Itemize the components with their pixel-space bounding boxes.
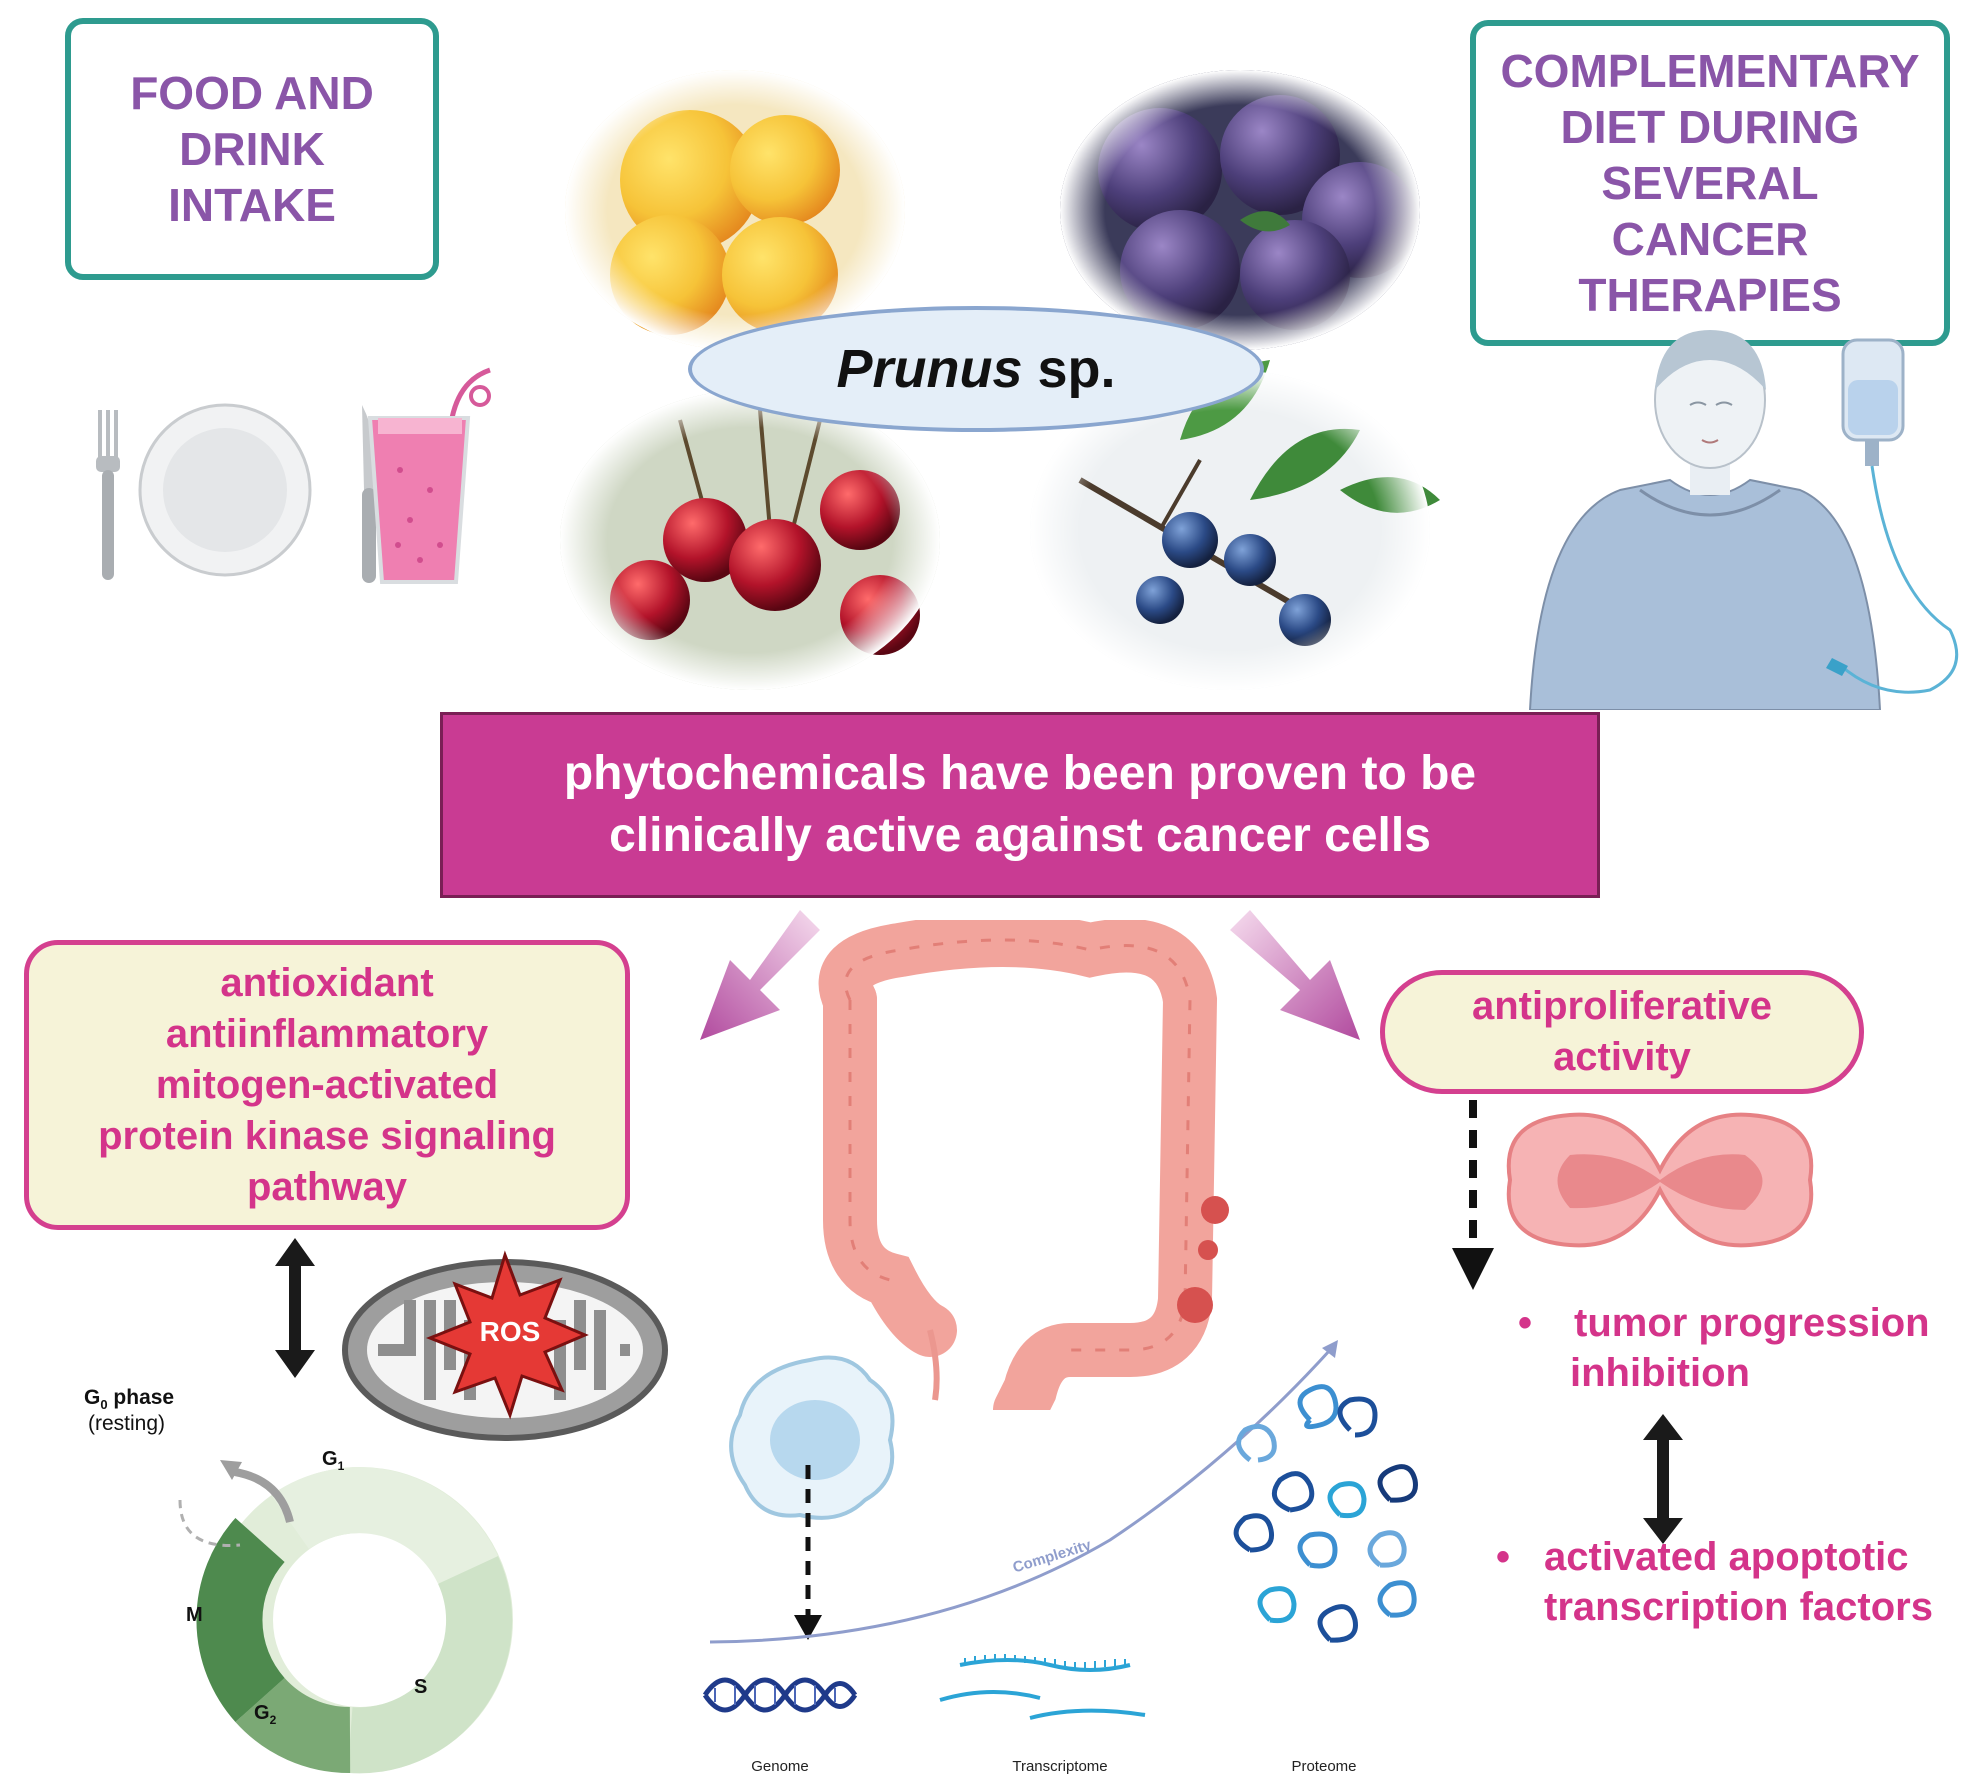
tableware-illustration — [96, 367, 491, 584]
complexity-curve — [709, 1348, 1332, 1644]
genome-label: Genome — [751, 1758, 809, 1775]
diet-line-2: DIET DURING — [1560, 101, 1860, 153]
diet-line-4: CANCER — [1611, 213, 1809, 265]
genus-suffix: sp. — [1022, 339, 1116, 399]
protein-icon — [1233, 1384, 1418, 1643]
left-effect-4: protein kinase signaling — [98, 1113, 556, 1158]
phytochemicals-banner: phytochemicals have been proven to be cl… — [440, 712, 1600, 898]
arrow-to-right-effects — [1230, 910, 1360, 1040]
food-drink-intake-box: FOOD AND DRINK INTAKE — [65, 18, 439, 280]
transcriptome-label: Transcriptome — [1012, 1758, 1108, 1775]
left-effect-3: mitogen-activated — [155, 1062, 499, 1107]
resting-label: (resting) — [88, 1412, 166, 1435]
g0-word: phase — [107, 1386, 175, 1409]
arrow-to-left-effects — [700, 910, 820, 1040]
dna-icon — [702, 1677, 858, 1713]
food-line-1: FOOD AND — [130, 67, 374, 119]
dividing-cell-icon — [1506, 1112, 1814, 1248]
m-label: M — [186, 1604, 203, 1626]
cherry-photo — [560, 390, 940, 690]
diet-line-5: THERAPIES — [1578, 269, 1842, 321]
sloe-photo — [1030, 360, 1440, 690]
banner-line-1: phytochemicals have been proven to be — [563, 747, 1477, 800]
patient-illustration — [1528, 330, 1959, 710]
plate-icon — [138, 403, 312, 577]
rna-icon — [939, 1654, 1146, 1720]
left-effect-5: pathway — [246, 1164, 408, 1209]
antiproliferative-down-arrow — [1452, 1100, 1494, 1290]
diet-line-3: SEVERAL — [1601, 157, 1819, 209]
ros-label: ROS — [479, 1316, 541, 1347]
g2-letter: G — [254, 1702, 270, 1724]
g0-letter: G — [84, 1386, 101, 1409]
left-double-arrow — [275, 1238, 315, 1378]
tumor-text-1: tumor progression — [1574, 1301, 1930, 1345]
tumor-bullet: • — [1518, 1301, 1533, 1345]
right-effect-1: antiproliferative — [1471, 984, 1773, 1028]
right-effects-box: antiproliferative activity — [1380, 970, 1864, 1094]
food-line-2: DRINK — [179, 123, 325, 175]
tumor-line-1: • tumor progression — [1518, 1298, 1978, 1348]
apoptotic-bullet: • — [1496, 1535, 1511, 1579]
smoothie-icon — [367, 367, 491, 584]
apoptotic-text-1: activated apoptotic — [1544, 1535, 1909, 1579]
outcomes-double-arrow — [1643, 1414, 1683, 1544]
ros-burst-icon — [425, 1250, 589, 1420]
fork-icon — [96, 410, 120, 580]
complementary-diet-box: COMPLEMENTARY DIET DURING SEVERAL CANCER… — [1470, 20, 1950, 346]
left-effect-2: antiinflammatory — [165, 1011, 489, 1056]
plum-photo — [1060, 70, 1420, 350]
banner-arrows — [700, 910, 1360, 1040]
colon-icon — [818, 920, 1229, 1410]
banner-line-2: clinically active against cancer cells — [609, 809, 1431, 862]
food-line-3: INTAKE — [168, 179, 336, 231]
g0-sub: 0 — [100, 1397, 108, 1413]
proteome-label: Proteome — [1291, 1758, 1357, 1775]
tumor-text-2: inhibition — [1570, 1351, 1750, 1395]
iv-bag-icon — [1826, 338, 1959, 694]
g0-phase-label: G0 phase — [84, 1386, 174, 1412]
right-effect-2: activity — [1553, 1035, 1691, 1079]
mitochondrion-icon — [342, 1250, 668, 1441]
s-label: S — [414, 1676, 428, 1698]
g1-sub: 1 — [337, 1459, 345, 1473]
g1-label: G1 — [322, 1448, 344, 1473]
genus-name: Prunus — [836, 339, 1023, 399]
fruit-collage — [560, 70, 1440, 690]
left-effects-box: antioxidant antiinflammatory mitogen-act… — [24, 940, 630, 1230]
cell-cycle-diagram — [178, 1460, 513, 1774]
g2-sub: 2 — [269, 1713, 277, 1727]
left-effect-1: antioxidant — [220, 960, 434, 1005]
g1-letter: G — [322, 1448, 338, 1470]
omics-diagram — [702, 1340, 1418, 1720]
g2-label: G2 — [254, 1702, 276, 1727]
diet-line-1: COMPLEMENTARY — [1500, 45, 1920, 97]
patient-icon — [1528, 330, 1882, 710]
tumor-outcome: • tumor progression inhibition — [1518, 1298, 1978, 1398]
apricot-photo — [565, 70, 905, 350]
apoptotic-text-2: transcription factors — [1544, 1585, 1933, 1629]
immune-cell-icon — [729, 1355, 895, 1520]
genus-oval: Prunus sp. — [688, 306, 1264, 432]
apoptotic-line-1: • activated apoptotic — [1496, 1532, 1980, 1582]
apoptotic-outcome: • activated apoptotic transcription facto… — [1496, 1532, 1980, 1632]
